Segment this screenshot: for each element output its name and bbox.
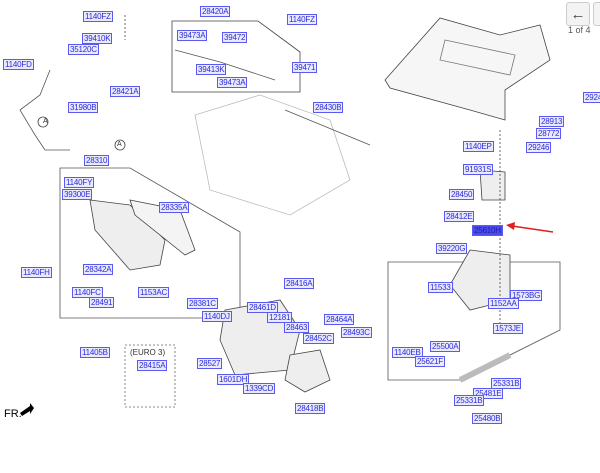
part-callout-1601dh[interactable]: 1601DH (217, 374, 250, 385)
euro3-note: (EURO 3) (130, 348, 166, 357)
part-callout-28913[interactable]: 28913 (539, 116, 565, 127)
ref-marker-a-label: A (117, 141, 122, 148)
part-callout-1140ep[interactable]: 1140EP (463, 141, 494, 152)
part-callout-1573je[interactable]: 1573JE (493, 323, 523, 334)
part-callout-1152aa[interactable]: 1152AA (488, 298, 519, 309)
part-callout-28421a[interactable]: 28421A (110, 86, 141, 97)
part-callout-29240[interactable]: 29240 (583, 92, 600, 103)
direction-label: FR. (4, 408, 22, 420)
cylinder-head (194, 94, 351, 216)
part-callout-1140fy[interactable]: 1140FY (64, 177, 95, 188)
part-callout-28464a[interactable]: 28464A (324, 314, 355, 325)
ref-marker-a (37, 116, 49, 128)
front-arrow-icon (20, 403, 34, 416)
part-callout-28450[interactable]: 28450 (449, 189, 475, 200)
part-callout-1573bg[interactable]: 1573BG (510, 290, 543, 301)
part-callout-28342a[interactable]: 28342A (83, 264, 114, 275)
part-callout-28335a[interactable]: 28335A (159, 202, 190, 213)
page-indicator: 1 of 4 (568, 25, 591, 35)
part-callout-39471[interactable]: 39471 (292, 62, 318, 73)
part-callout-1153ac[interactable]: 1153AC (138, 287, 170, 298)
part-callout-1140fz[interactable]: 1140FZ (83, 11, 113, 22)
part-callout-39300e[interactable]: 39300E (62, 189, 93, 200)
pointer-arrow (511, 225, 554, 233)
part-callout-39472[interactable]: 39472 (222, 32, 248, 43)
part-callout-1140eb[interactable]: 1140EB (392, 347, 423, 358)
part-callout-25331b[interactable]: 25331B (454, 395, 485, 406)
part-callout-39413k[interactable]: 39413K (196, 64, 227, 75)
sensor-pipe (19, 69, 70, 151)
part-callout-25621f[interactable]: 25621F (415, 356, 445, 367)
thermostat-housing (479, 169, 506, 201)
part-callout-28772[interactable]: 28772 (536, 128, 562, 139)
part-callout-29246[interactable]: 29246 (526, 142, 552, 153)
manifold-group-box (59, 167, 241, 319)
part-callout-28461d[interactable]: 28461D (247, 302, 278, 313)
part-callout-28527[interactable]: 28527 (197, 358, 223, 369)
euro3-box (124, 344, 176, 408)
wire-harness (174, 49, 371, 146)
engine-cover (384, 17, 551, 121)
part-callout-39473a[interactable]: 39473A (217, 77, 248, 88)
arrow-left-icon: ← (570, 5, 586, 23)
part-callout-1140fc[interactable]: 1140FC (72, 287, 103, 298)
part-callout-25500a[interactable]: 25500A (430, 341, 461, 352)
part-callout-28412e[interactable]: 28412E (444, 211, 475, 222)
part-callout-91931s[interactable]: 91931S (463, 164, 494, 175)
part-callout-1140dj[interactable]: 1140DJ (202, 311, 232, 322)
part-callout-28310[interactable]: 28310 (84, 155, 110, 166)
part-callout-25610h[interactable]: 25610H (472, 225, 503, 236)
part-callout-39220g[interactable]: 39220G (436, 243, 468, 254)
ref-marker-a-label: A (43, 118, 48, 125)
next-page-button[interactable]: → (593, 2, 600, 26)
exhaust-manifold (89, 199, 166, 271)
part-callout-39410k[interactable]: 39410K (82, 33, 113, 44)
part-callout-28493c[interactable]: 28493C (341, 327, 372, 338)
egr-valve (284, 349, 331, 393)
part-callout-11533[interactable]: 11533 (428, 282, 453, 293)
part-callout-31980b[interactable]: 31980B (68, 102, 99, 113)
part-callout-1140fz[interactable]: 1140FZ (287, 14, 317, 25)
part-callout-1339cd[interactable]: 1339CD (243, 383, 276, 394)
part-callout-25331b[interactable]: 25331B (491, 378, 522, 389)
part-callout-28418b[interactable]: 28418B (295, 403, 326, 414)
part-callout-39473a[interactable]: 39473A (177, 30, 208, 41)
part-callout-12181[interactable]: 12181 (267, 312, 293, 323)
part-callout-28381c[interactable]: 28381C (187, 298, 218, 309)
arrow-right-icon: → (598, 6, 600, 23)
prev-page-button[interactable]: ← (566, 2, 590, 26)
part-callout-28452c[interactable]: 28452C (303, 333, 334, 344)
hose (458, 352, 512, 383)
part-callout-28416a[interactable]: 28416A (284, 278, 315, 289)
part-callout-28415a[interactable]: 28415A (137, 360, 168, 371)
part-callout-1140fd[interactable]: 1140FD (3, 59, 34, 70)
part-callout-25480b[interactable]: 25480B (472, 413, 503, 424)
part-callout-28491[interactable]: 28491 (89, 297, 115, 308)
part-callout-28420a[interactable]: 28420A (200, 6, 231, 17)
part-callout-11405b[interactable]: 11405B (80, 347, 110, 358)
part-callout-1140fh[interactable]: 1140FH (21, 267, 52, 278)
part-callout-25481e[interactable]: 25481E (473, 388, 504, 399)
ref-marker-a (114, 139, 126, 151)
part-callout-35120c[interactable]: 35120C (68, 44, 99, 55)
part-callout-28463[interactable]: 28463 (284, 322, 310, 333)
part-callout-28430b[interactable]: 28430B (313, 102, 344, 113)
